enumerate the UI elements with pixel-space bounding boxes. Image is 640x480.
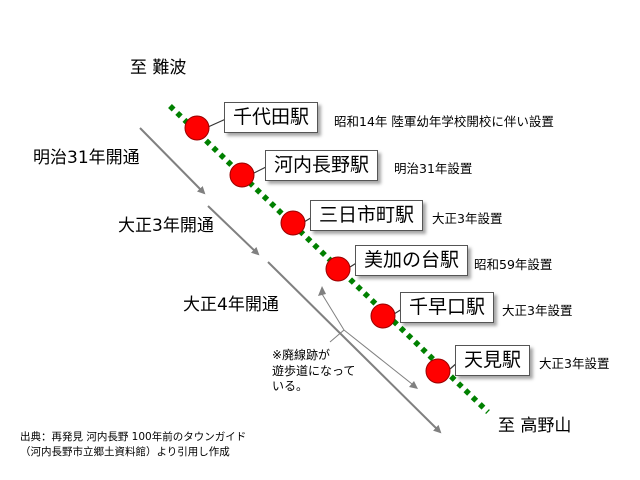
station-dot-mikanodai (325, 256, 351, 282)
station-established-chiyoda: 昭和14年 陸軍幼年学校開校に伴い設置 (334, 114, 554, 129)
station-established-mikanodai: 昭和59年設置 (474, 257, 553, 272)
note-pointer-upper-head (318, 286, 326, 296)
station-box-chiyoda: 千代田駅 (224, 102, 319, 133)
source-citation: 出典：再発見 河内長野 100年前のタウンガイド （河内長野市立郷土資料館）より… (20, 430, 246, 460)
station-dot-kawachinagano (229, 162, 255, 188)
railway-track (168, 104, 490, 414)
source-line-2: （河内長野市立郷土資料館）より引用し作成 (20, 446, 230, 459)
station-dot-amami (425, 358, 451, 384)
station-established-amami: 大正3年設置 (539, 356, 610, 371)
note-line-2: 遊歩道になって (272, 363, 356, 378)
station-established-kawachinagano: 明治31年設置 (394, 161, 473, 176)
station-established-mikkaichicho: 大正3年設置 (432, 211, 503, 226)
era-label-meiji31: 明治31年開通 (33, 148, 140, 168)
note-pointer-lower-head (409, 381, 418, 389)
era-label-taisho4: 大正4年開通 (183, 295, 279, 315)
note-line-3: いる。 (272, 379, 309, 394)
station-established-chihayaguchi: 大正3年設置 (502, 303, 573, 318)
station-box-kawachinagano: 河内長野駅 (265, 150, 379, 181)
note-line-1: ※廃線跡が (272, 348, 331, 362)
station-dot-chiyoda (184, 115, 210, 141)
section-arrow-taisho3 (207, 205, 260, 256)
station-box-mikkaichicho: 三日市町駅 (310, 200, 424, 231)
section-arrow-meiji (139, 127, 206, 195)
note-pointer-lower (343, 329, 413, 385)
station-dot-chihayaguchi (370, 303, 396, 329)
source-line-1: 出典：再発見 河内長野 100年前のタウンガイド (20, 431, 247, 443)
terminal-north-label: 至 難波 (130, 58, 187, 78)
station-dot-mikkaichicho (280, 210, 306, 236)
abandoned-line-note: ※廃線跡が 遊歩道になって いる。 (272, 348, 355, 395)
terminal-south-label: 至 高野山 (498, 416, 572, 436)
station-box-mikanodai: 美加の台駅 (355, 245, 469, 276)
section-arrow-taisho4 (267, 261, 442, 434)
station-box-amami: 天見駅 (455, 345, 531, 376)
era-label-taisho3: 大正3年開通 (118, 216, 214, 236)
station-box-chihayaguchi: 千早口駅 (400, 292, 495, 323)
